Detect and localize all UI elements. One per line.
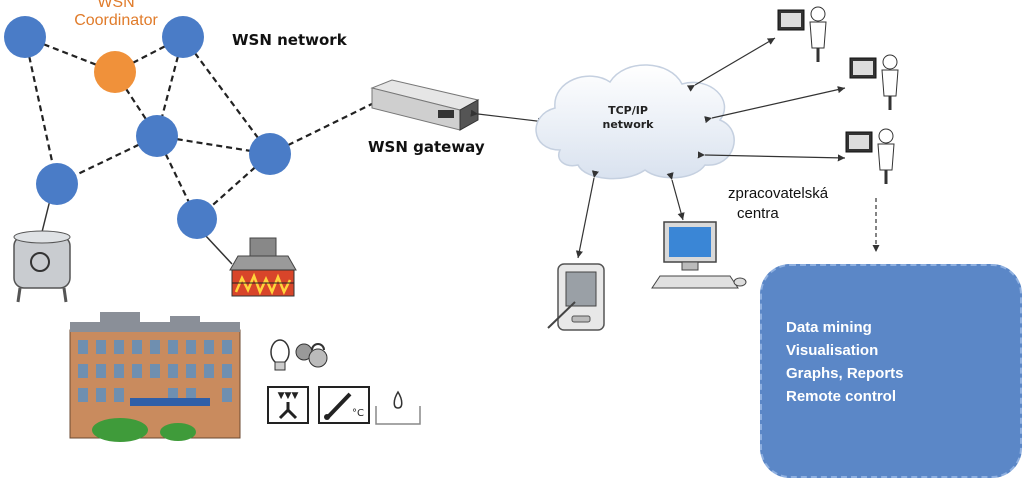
wsn-nodes	[4, 16, 291, 239]
sensor-attachments	[41, 199, 233, 265]
processing-item-graphs-reports: Graphs, Reports	[786, 365, 904, 382]
tcpip-label-line1: TCP/IP	[608, 104, 648, 117]
sensor-node	[36, 163, 78, 205]
processing-item-visualisation: Visualisation	[786, 342, 879, 359]
sensor-node	[249, 133, 291, 175]
coordinator-node	[94, 51, 136, 93]
gateway-device-icon	[370, 79, 480, 131]
coordinator-label-line1: WSN	[97, 0, 135, 11]
desktop-computer-icon	[651, 221, 747, 289]
pda-icon	[547, 263, 605, 331]
building-icon	[69, 312, 241, 442]
tcpip-network-label: TCP/IP network	[578, 104, 678, 132]
svg-text:°C: °C	[352, 408, 364, 419]
center-label-line1: zpracovatelská	[728, 185, 829, 202]
bulb-icon	[270, 339, 290, 371]
coordinator-label: WSN Coordinator	[60, 0, 172, 30]
processing-panel: Data mining Visualisation Graphs, Report…	[760, 264, 1022, 478]
processing-item-data-mining: Data mining	[786, 319, 872, 336]
fan-lock-icon	[295, 343, 328, 368]
wsn-network-label: WSN network	[232, 31, 347, 49]
sensor-node	[162, 16, 204, 58]
coordinator-label-line2: Coordinator	[74, 12, 158, 29]
center-label-line2: centra	[737, 205, 779, 222]
furnace-icon	[229, 237, 297, 297]
svg-text:▼▼▼: ▼▼▼	[278, 391, 299, 401]
tank-icon	[13, 230, 71, 303]
water-drop-icon	[375, 390, 421, 425]
thermometer-icon: °C	[318, 386, 370, 424]
user-workstation-icon	[777, 6, 827, 62]
ventilation-icon: ▼▼▼	[267, 386, 309, 424]
cloud-links	[575, 37, 880, 259]
processing-center-label: zpracovatelská centra	[728, 184, 828, 224]
wsn-links	[23, 35, 381, 220]
wsn-gateway-label: WSN gateway	[368, 138, 485, 156]
sensor-node	[177, 199, 217, 239]
processing-item-remote-control: Remote control	[786, 388, 897, 405]
sensor-node	[4, 16, 46, 58]
sensor-node	[136, 115, 178, 157]
tcpip-label-line2: network	[602, 118, 654, 131]
gateway-cloud-link	[470, 109, 546, 125]
user-workstation-icon	[845, 128, 895, 184]
processing-function-list: Data mining Visualisation Graphs, Report…	[786, 316, 904, 408]
user-workstation-icon	[849, 54, 899, 110]
